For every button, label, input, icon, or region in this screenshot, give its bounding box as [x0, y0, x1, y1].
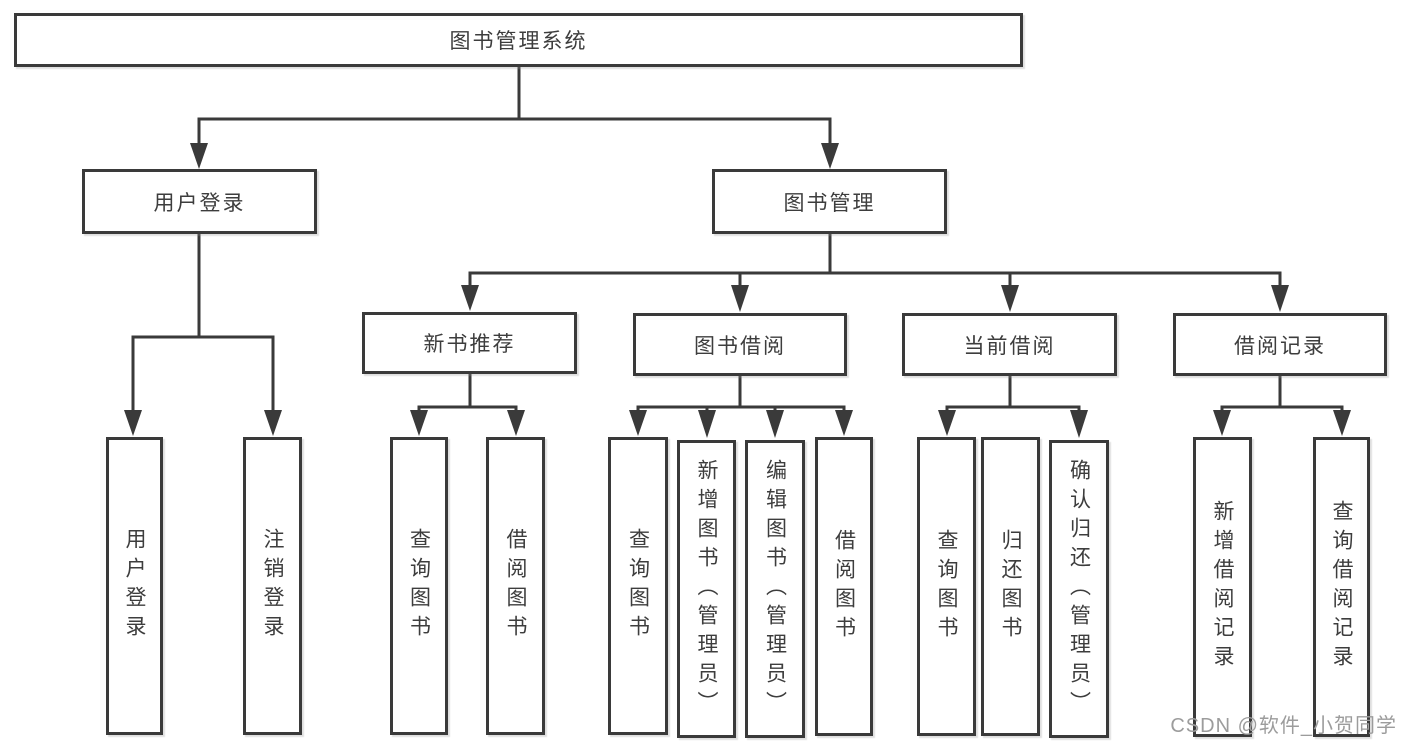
connector-borrowing-records [1220, 372, 1344, 412]
leaf-confirm-return-admin: 确认归还（管理员） [1049, 440, 1109, 738]
node-label: 新增借阅记录 [1211, 500, 1234, 674]
node-label: 编辑图书（管理员） [763, 458, 787, 720]
node-borrowing-records: 借阅记录 [1173, 313, 1387, 376]
connector-new-book-recommend [417, 370, 518, 412]
node-new-book-recommend: 新书推荐 [362, 312, 577, 374]
node-label: 归还图书 [999, 528, 1022, 645]
leaf-query-books-borrowing: 查询图书 [608, 437, 668, 735]
node-book-borrowing: 图书借阅 [633, 313, 847, 376]
leaf-return-books: 归还图书 [981, 437, 1040, 736]
node-current-borrowing: 当前借阅 [902, 313, 1117, 376]
connector-user-login [131, 232, 275, 412]
leaf-logout: 注销登录 [243, 437, 302, 735]
node-label: 查询借阅记录 [1330, 500, 1353, 674]
node-label: 图书管理 [783, 191, 876, 215]
node-label: 查询图书 [626, 528, 650, 644]
connector-book-management [468, 232, 1282, 288]
leaf-query-borrow-record: 查询借阅记录 [1313, 437, 1370, 737]
node-label: 查询图书 [407, 528, 431, 644]
connector-current-borrowing [945, 372, 1081, 412]
connector-book-borrowing [636, 372, 846, 412]
node-label: 确认归还（管理员） [1067, 458, 1091, 720]
node-label: 图书管理系统 [449, 30, 588, 53]
node-label: 新书推荐 [423, 333, 516, 356]
node-label: 新增图书（管理员） [695, 458, 718, 720]
node-label: 用户登录 [153, 191, 246, 215]
node-label: 图书借阅 [694, 334, 786, 358]
node-label: 查询图书 [935, 528, 958, 645]
connector-root [197, 65, 832, 146]
node-label: 当前借阅 [963, 334, 1056, 358]
leaf-borrow-books-recommend: 借阅图书 [486, 437, 545, 735]
node-label: 注销登录 [261, 528, 284, 644]
node-label: 借阅图书 [504, 528, 527, 644]
leaf-edit-book-admin: 编辑图书（管理员） [745, 440, 805, 738]
watermark: CSDN @软件_小贺同学 [1170, 715, 1397, 737]
node-label: 借阅记录 [1234, 334, 1326, 358]
arrowheads [124, 143, 1351, 438]
node-library-management-system: 图书管理系统 [14, 13, 1023, 67]
node-label: 用户登录 [123, 528, 146, 644]
leaf-add-book-admin: 新增图书（管理员） [677, 440, 736, 738]
leaf-query-books-current: 查询图书 [917, 437, 976, 736]
leaf-user-login: 用户登录 [106, 437, 163, 735]
leaf-query-books-recommend: 查询图书 [390, 437, 448, 735]
leaf-add-borrow-record: 新增借阅记录 [1193, 437, 1252, 737]
node-user-login: 用户登录 [82, 169, 317, 234]
leaf-borrow-books: 借阅图书 [815, 437, 873, 736]
node-book-management: 图书管理 [712, 169, 947, 234]
node-label: 借阅图书 [832, 528, 856, 645]
